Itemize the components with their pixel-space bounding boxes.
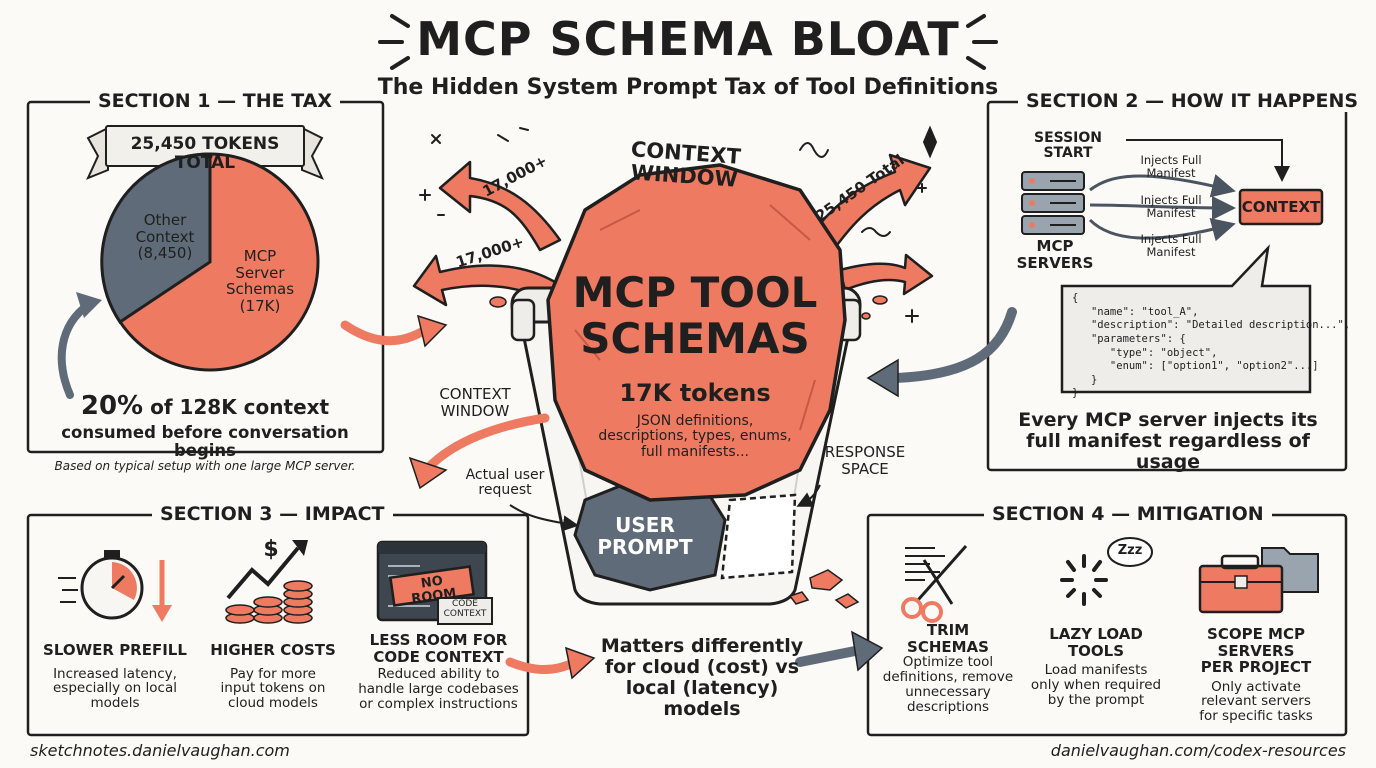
sparkle-decorations	[419, 125, 938, 323]
splash-drops	[489, 295, 888, 320]
toolbox-folder-icon	[1198, 547, 1319, 614]
zzz-bubble	[1107, 537, 1153, 567]
arrow-17k-lower	[412, 254, 557, 307]
arrow-tax-to-cup	[340, 320, 430, 346]
impact-higher-costs: HIGHER COSTS Pay for more input tokens o…	[210, 641, 336, 712]
title-dashes-left	[378, 14, 410, 70]
loading-spinner-icon	[1060, 554, 1108, 606]
section2-heading: SECTION 2 — HOW IT HAPPENS	[1018, 91, 1367, 112]
arrow-note-to-mitigation	[795, 645, 865, 667]
mcp-schema-rock	[546, 163, 847, 502]
section3-heading: SECTION 3 — IMPACT	[152, 504, 393, 525]
rock-tokens: 17K tokens	[619, 379, 771, 407]
context-box	[1238, 188, 1324, 226]
arrow-right-small	[838, 253, 934, 296]
section1-heading: SECTION 1 — THE TAX	[90, 91, 341, 112]
context-box-label: CONTEXT	[1241, 198, 1321, 216]
mitigation-trim-schemas: TRIM SCHEMAS Optimize tool definitions, …	[882, 621, 1014, 715]
tokens-banner	[86, 125, 324, 180]
impact-slower-prefill: SLOWER PREFILL Increased latency, especi…	[43, 641, 187, 712]
stopwatch-icon	[58, 550, 172, 622]
inject-arrows	[1088, 174, 1236, 242]
tax-stat-line2: consumed before conversation begins	[61, 423, 349, 461]
token-pie-chart	[100, 152, 320, 372]
page-title: MCP SCHEMA BLOAT	[416, 12, 960, 66]
pie-slice-other-context	[100, 152, 212, 325]
title-dashes-right	[966, 14, 998, 70]
rock-debris	[788, 569, 860, 609]
session-start-arrow	[1126, 139, 1290, 182]
manifest-speech-bubble	[1060, 244, 1312, 394]
code-window-icon	[376, 540, 493, 625]
scissors-icon	[901, 545, 968, 623]
zzz-label: Zzz	[1117, 543, 1143, 558]
arrow-17k-upper	[438, 160, 562, 252]
rock-description: JSON definitions,descriptions, types, en…	[598, 413, 792, 460]
dollar-sign: $	[263, 537, 279, 562]
footer-right-link[interactable]: danielvaughan.com/codex-resources	[1050, 741, 1346, 760]
rising-coins-icon	[225, 540, 313, 624]
curved-arrow-section1	[57, 301, 92, 399]
session-start-label: SESSION START	[1033, 130, 1102, 162]
tax-stat: 20% of 128K context	[80, 391, 330, 421]
tokens-total-banner: 25,450 TOKENS TOTAL	[130, 134, 280, 173]
response-space-box	[720, 493, 797, 580]
arrow-25450-total	[798, 153, 932, 264]
arrow-cup-to-impact	[423, 413, 550, 473]
manifest-json-snippet: { "name": "tool_A", "description": "Deta…	[1072, 292, 1351, 400]
arrow-manifest-to-cup	[890, 307, 1017, 383]
section4-heading: SECTION 4 — MITIGATION	[984, 504, 1272, 525]
mitigation-scope-servers: SCOPE MCP SERVERS PER PROJECT Only activ…	[1199, 625, 1313, 725]
mcp-server-stack	[1021, 171, 1085, 235]
page-subtitle: The Hidden System Prompt Tax of Tool Def…	[377, 75, 999, 100]
footer-left-link[interactable]: sketchnotes.danielvaughan.com	[30, 741, 290, 760]
impact-less-room: LESS ROOM FOR CODE CONTEXT Reduced abili…	[358, 631, 519, 712]
mitigation-lazy-load: LAZY LOAD TOOLS Load manifests only when…	[1030, 625, 1162, 708]
tax-footnote: Based on typical setup with one large MC…	[54, 459, 356, 473]
